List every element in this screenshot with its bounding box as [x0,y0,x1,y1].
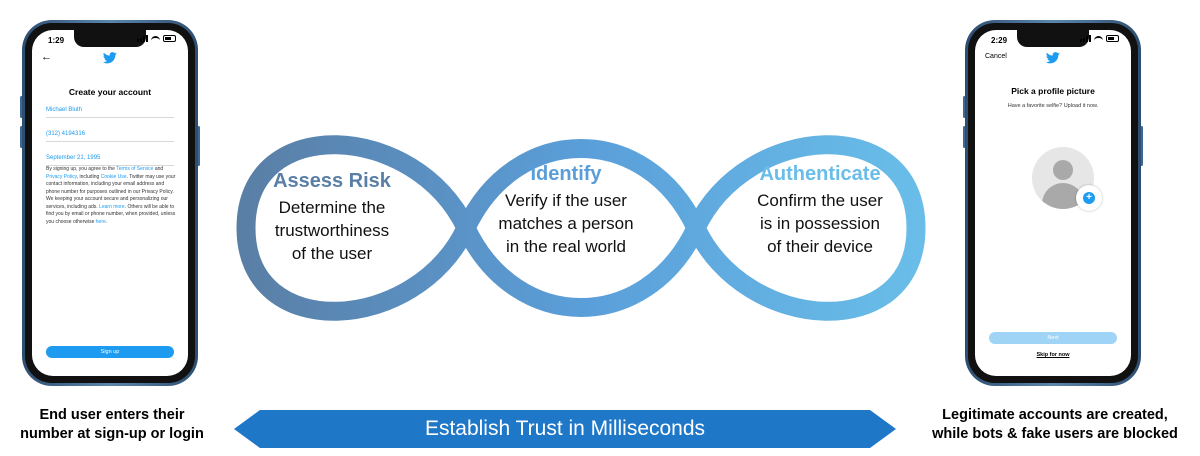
next-button[interactable]: Next [989,332,1117,344]
identify-body: Verify if the user matches a person in t… [498,191,634,256]
authenticate-body: Confirm the user is in possession of the… [757,191,883,256]
add-photo-button[interactable]: + [1076,185,1102,211]
page-title: Pick a profile picture [1011,86,1095,96]
wifi-icon [151,35,160,42]
left-caption: End user enters their number at sign-up … [20,407,204,442]
cookie-link[interactable]: Cookie Use [100,173,127,180]
phone-field[interactable]: (312) 4194316 [46,124,174,142]
plus-icon: + [1083,192,1095,204]
right-phone-screen: 2:29 Cancel Pick a profile picture Have … [975,30,1131,376]
double-arrow-banner [234,410,896,448]
phone-volume-up [20,96,23,118]
authenticate-title: Authenticate [759,163,881,185]
signal-icon [1080,35,1091,42]
cancel-button[interactable]: Cancel [985,53,1007,60]
battery-icon [163,35,176,42]
phone-power-button [1140,126,1143,166]
phone-notch [74,30,146,47]
twitter-bird-icon [103,52,117,64]
infinity-loop-diagram [236,135,926,321]
twitter-bird-icon [1046,52,1060,64]
legal-text: By signing up, you agree to the Terms of… [46,166,176,225]
name-field[interactable]: Michael Bluth [46,100,174,118]
status-time: 1:29 [48,36,65,45]
learn-more-link[interactable]: Learn more [99,203,125,210]
arrow-label: Establish Trust in Milliseconds [424,417,706,440]
page-subtitle: Have a favorite selfie? Upload it now. [1007,103,1099,109]
assess-risk-body: Determine the trustworthiness of the use… [274,198,390,263]
status-time: 2:29 [991,36,1008,45]
right-caption: Legitimate accounts are created, while b… [932,407,1178,442]
assess-risk-title: Assess Risk [273,170,391,192]
phone-volume-down [20,126,23,148]
status-icons [137,35,176,42]
back-arrow-icon[interactable]: ← [41,51,52,63]
right-phone: 2:29 Cancel Pick a profile picture Have … [965,20,1141,386]
avatar-head-icon [1053,160,1073,180]
identify-title: Identify [530,163,602,185]
here-link[interactable]: here [95,218,106,225]
terms-link[interactable]: Terms of Service [116,166,154,172]
phone-volume-down [963,126,966,148]
sign-up-button[interactable]: Sign up [46,346,174,358]
battery-icon [1106,35,1119,42]
left-phone-screen: 1:29 ← Create your account Michael Bluth… [32,30,188,376]
phone-notch [1017,30,1089,47]
left-phone: 1:29 ← Create your account Michael Bluth… [22,20,198,386]
privacy-link[interactable]: Privacy Policy [46,173,77,180]
signal-icon [137,35,148,42]
birthdate-field[interactable]: September 21, 1995 [46,148,174,166]
avatar-placeholder[interactable] [1032,147,1094,209]
skip-link[interactable]: Skip for now [1036,352,1070,358]
phone-power-button [197,126,200,166]
page-title: Create your account [68,87,152,97]
infinity-loop-path [236,135,926,321]
phone-volume-up [963,96,966,118]
status-icons [1080,35,1119,42]
wifi-icon [1094,35,1103,42]
double-arrow-shape [234,410,896,448]
